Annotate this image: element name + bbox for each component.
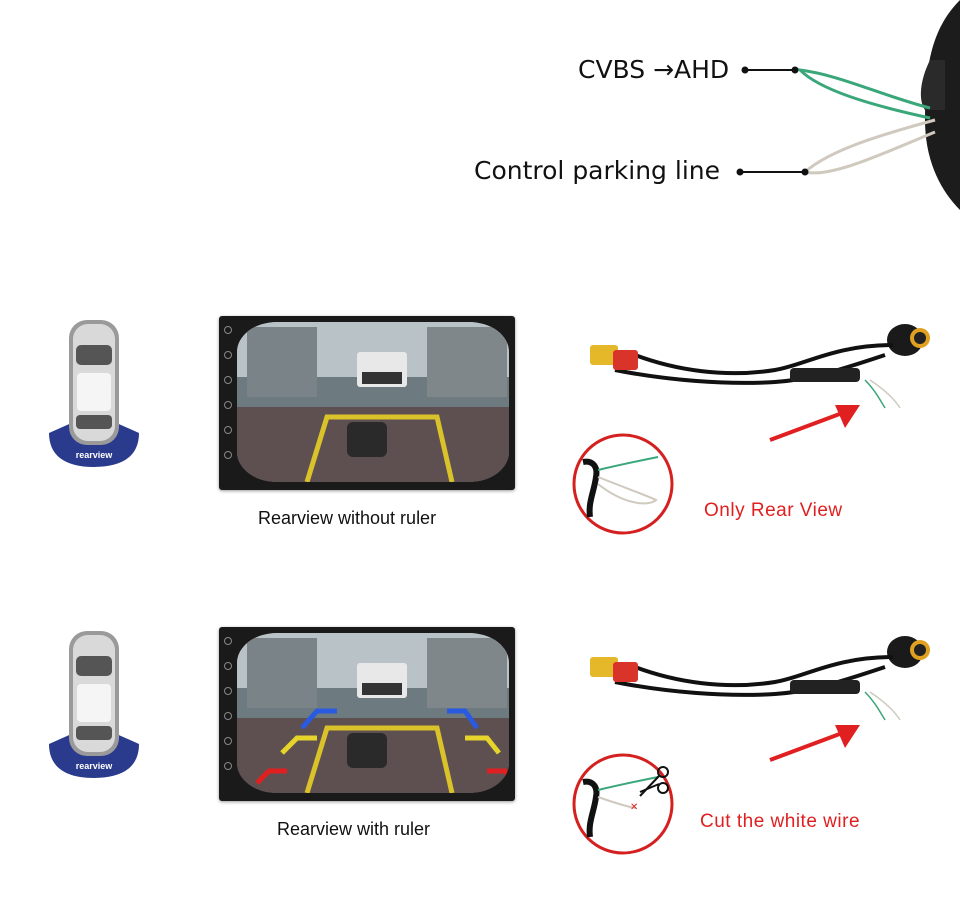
camera-scene	[237, 633, 509, 793]
wire-lines	[736, 0, 960, 210]
rearview-badge-text: rearview	[76, 450, 114, 460]
cvbs-ahd-label: CVBS →AHD	[578, 55, 730, 84]
red-arrow-icon	[769, 405, 860, 442]
row-without-ruler: rearview Rearview without ruler	[0, 300, 960, 550]
wire-cut-detail-circle: ✕	[572, 753, 674, 855]
car-rearview-icon: rearview	[49, 320, 139, 467]
ruler-yellow	[280, 735, 501, 755]
cross-mark-icon: ✕	[630, 802, 638, 813]
rearview-badge-text: rearview	[76, 761, 114, 771]
camera-view	[237, 322, 509, 482]
screen-caption: Rearview with ruler	[277, 819, 431, 839]
camera-cable-image	[590, 324, 930, 409]
ruler-red	[255, 768, 509, 785]
screen-caption: Rearview without ruler	[258, 508, 437, 528]
wire-detail-circle	[572, 433, 674, 535]
screen-side-buttons	[223, 637, 233, 787]
wire-instruction-caption: Cut the white wire	[700, 811, 861, 832]
red-arrow-icon	[769, 725, 860, 762]
camera-cable-image	[590, 636, 930, 721]
wire-diagram: CVBS →AHD Control parking line	[0, 0, 960, 230]
ruler-blue	[300, 708, 480, 730]
camera-scene	[237, 322, 509, 482]
row-with-ruler: rearview Rearview with ruler	[0, 612, 960, 872]
camera-view	[237, 633, 509, 793]
wire-instruction-caption: Only Rear View	[704, 500, 843, 521]
control-parking-line-label: Control parking line	[474, 156, 720, 185]
scissors-icon	[639, 766, 669, 797]
screen-side-buttons	[223, 326, 233, 476]
car-rearview-icon: rearview	[49, 631, 139, 778]
head-unit-screen	[219, 316, 515, 490]
head-unit-screen	[219, 627, 515, 801]
